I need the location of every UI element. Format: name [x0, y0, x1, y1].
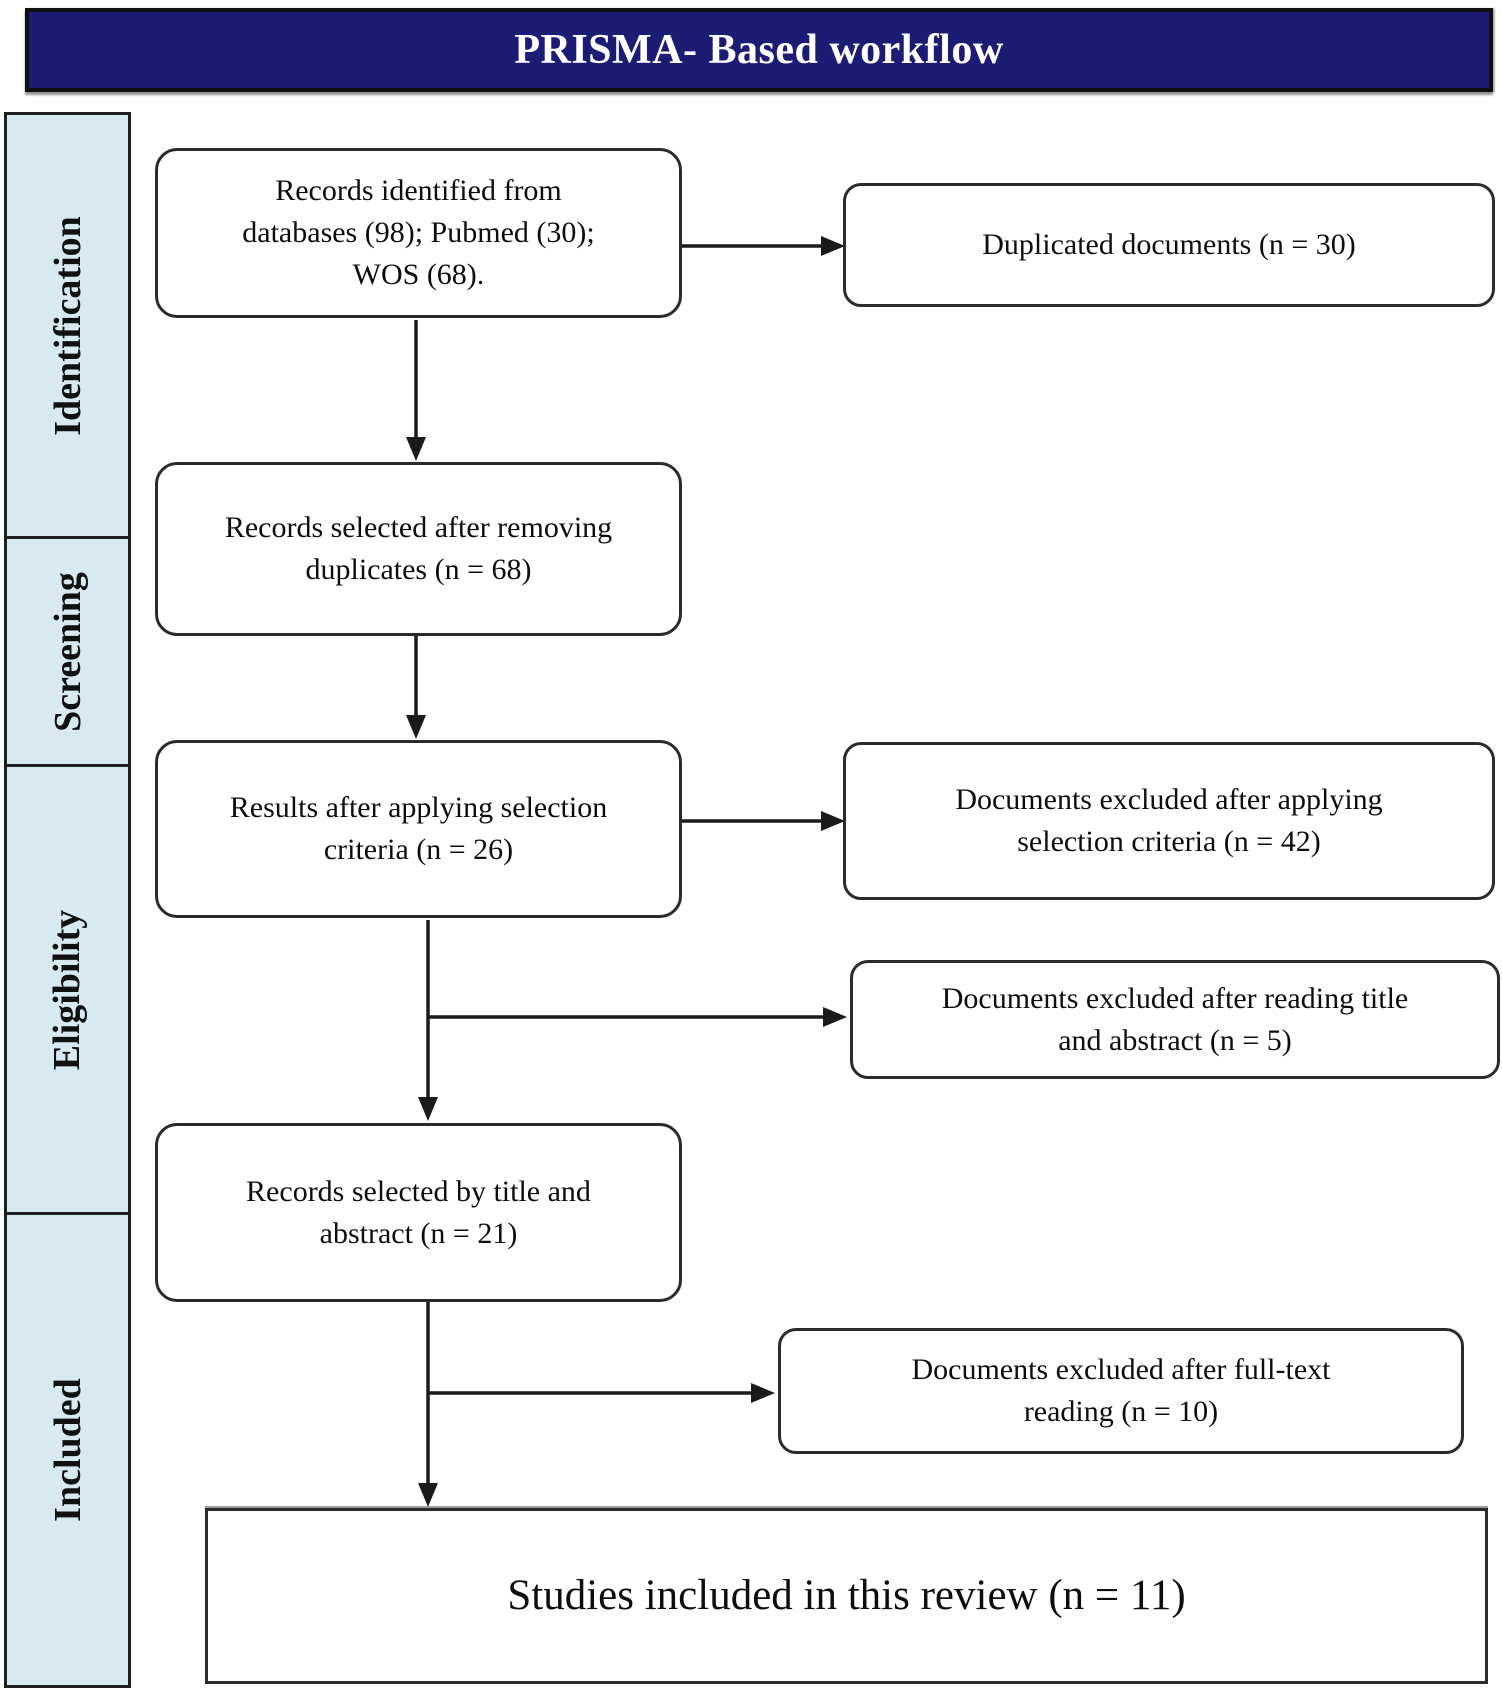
node-duplicated-documents: Duplicated documents (n = 30) — [843, 183, 1495, 307]
node-results-selection-criteria: Results after applying selection criteri… — [155, 740, 682, 918]
phase-screening: Screening — [4, 536, 131, 767]
node-records-identified: Records identified from databases (98); … — [155, 148, 682, 318]
phase-screening-label: Screening — [46, 571, 89, 732]
node-excluded-fulltext: Documents excluded after full-text readi… — [778, 1328, 1464, 1454]
phase-eligibility-label: Eligibility — [46, 909, 89, 1070]
phase-included-label: Included — [46, 1378, 89, 1522]
diagram-title: PRISMA- Based workflow — [514, 27, 1004, 73]
node-excluded-title-abstract: Documents excluded after reading title a… — [850, 960, 1500, 1079]
diagram-title-banner: PRISMA- Based workflow — [25, 8, 1493, 92]
node-records-after-removing-duplicates: Records selected after removing duplicat… — [155, 462, 682, 636]
phase-identification: Identification — [4, 112, 131, 539]
node-excluded-selection-criteria: Documents excluded after applying select… — [843, 742, 1495, 900]
phase-included: Included — [4, 1212, 131, 1688]
phase-identification-label: Identification — [46, 215, 89, 436]
node-studies-included: Studies included in this review (n = 11) — [205, 1508, 1488, 1684]
node-records-selected-title-abstract: Records selected by title and abstract (… — [155, 1123, 682, 1302]
phase-eligibility: Eligibility — [4, 764, 131, 1215]
